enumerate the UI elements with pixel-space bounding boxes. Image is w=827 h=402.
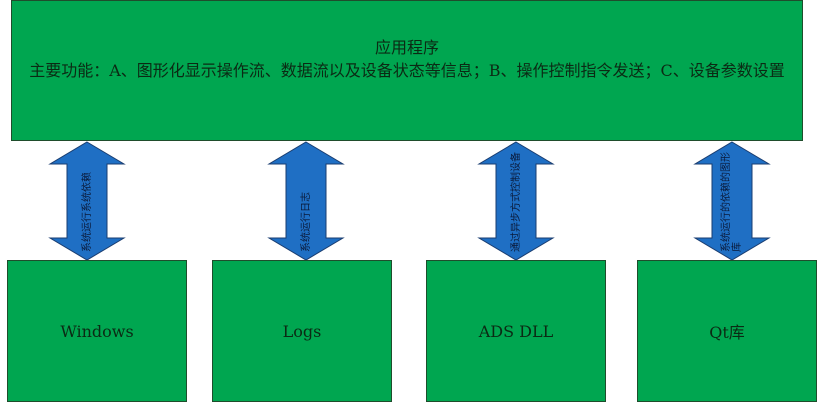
- qt-library-label: Qt库: [709, 323, 745, 342]
- logs-label: Logs: [282, 321, 322, 341]
- windows-box: Windows: [7, 260, 187, 402]
- arrow-label-qt: 系统运行的依赖的图形库: [721, 152, 743, 252]
- logs-box: Logs: [212, 260, 392, 402]
- ads-dll-label: ADS DLL: [478, 321, 554, 341]
- arrow-label-logs: 系统运行日志: [300, 192, 312, 252]
- application-title: 应用程序: [374, 38, 439, 57]
- arrow-label-ads: 通过异步方式控制设备: [510, 152, 522, 252]
- windows-label: Windows: [60, 321, 134, 341]
- ads-dll-box: ADS DLL: [426, 260, 606, 402]
- application-description: 主要功能：A、图形化显示操作流、数据流以及设备状态等信息；B、操作控制指令发送；…: [29, 61, 785, 80]
- qt-library-box: Qt库: [637, 260, 817, 402]
- arrow-label-windows: 系统运行系统依赖: [81, 172, 93, 252]
- application-box: 应用程序 主要功能：A、图形化显示操作流、数据流以及设备状态等信息；B、操作控制…: [11, 0, 803, 141]
